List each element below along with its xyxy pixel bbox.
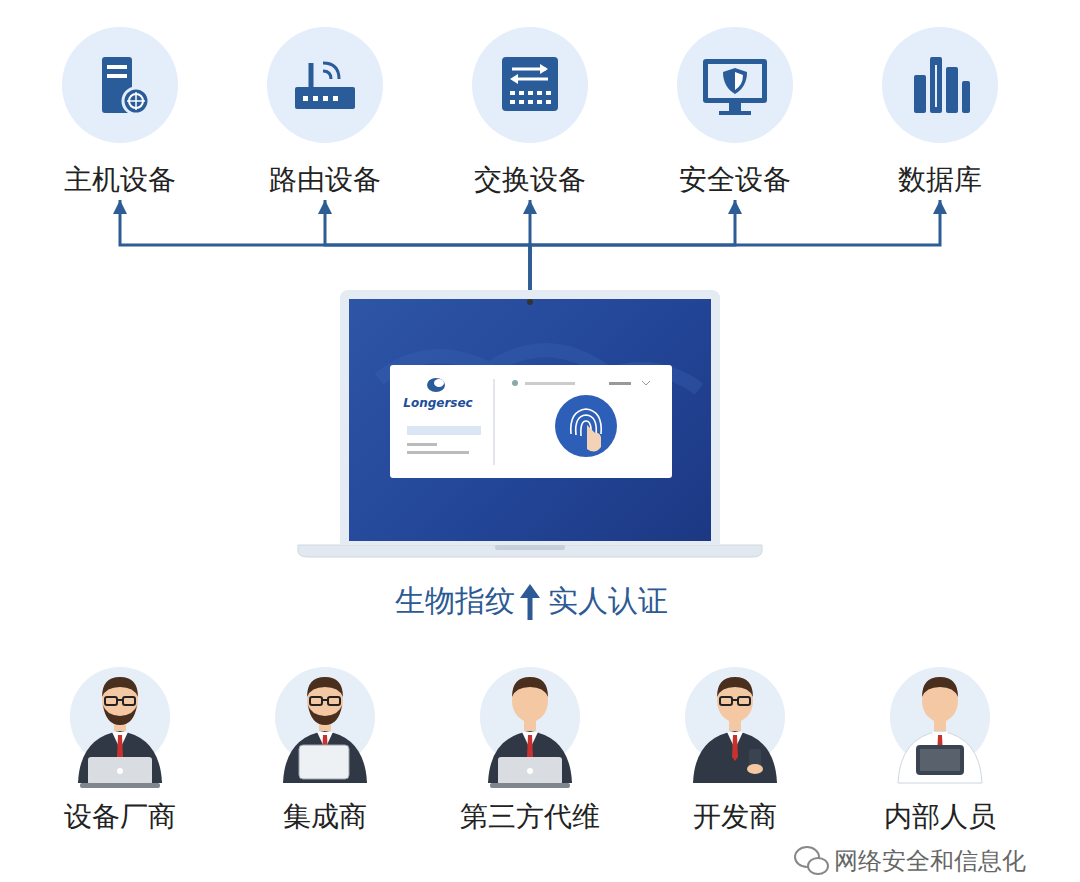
- device-icon: [440, 25, 620, 147]
- device-icon: [30, 25, 210, 147]
- device-label: 路由设备: [235, 163, 415, 197]
- role-node: 内部人员: [850, 645, 1030, 834]
- device-label: 安全设备: [645, 163, 825, 197]
- watermark: 网络安全和信息化: [834, 846, 1070, 876]
- device-icon: [235, 25, 415, 147]
- connector: [120, 200, 530, 290]
- person-figure: [850, 645, 1030, 790]
- person-figure: [235, 645, 415, 790]
- auth-arrowhead: [520, 584, 540, 598]
- device-label: 数据库: [850, 163, 1030, 197]
- role-label: 开发商: [645, 800, 825, 834]
- device-node: 数据库: [850, 25, 1030, 197]
- device-node: 主机设备: [30, 25, 210, 197]
- device-node: 交换设备: [440, 25, 620, 197]
- role-node: 第三方代维: [440, 645, 620, 834]
- role-label: 集成商: [235, 800, 415, 834]
- laptop-screen: Longersec: [340, 290, 720, 545]
- device-label: 交换设备: [440, 163, 620, 197]
- role-label: 设备厂商: [30, 800, 210, 834]
- device-icon: [850, 25, 1030, 147]
- role-label: 内部人员: [850, 800, 1030, 834]
- person-figure: [30, 645, 210, 790]
- auth-label: 生物指纹: [360, 583, 515, 619]
- role-node: 开发商: [645, 645, 825, 834]
- connector: [325, 200, 530, 290]
- device-node: 安全设备: [645, 25, 825, 197]
- login-panel: [349, 299, 711, 541]
- logo-text: Longersec: [393, 396, 483, 410]
- role-node: 设备厂商: [30, 645, 210, 834]
- person-figure: [440, 645, 620, 790]
- device-icon: [645, 25, 825, 147]
- role-node: 集成商: [235, 645, 415, 834]
- device-label: 主机设备: [30, 163, 210, 197]
- auth-label: 实人认证: [548, 583, 708, 619]
- laptop-notch: [495, 545, 565, 550]
- device-node: 路由设备: [235, 25, 415, 197]
- laptop-base: [298, 545, 762, 557]
- auth-arrow: [528, 596, 533, 620]
- role-label: 第三方代维: [440, 800, 620, 834]
- person-figure: [645, 645, 825, 790]
- wechat-icon: [795, 847, 828, 874]
- connector: [530, 200, 940, 290]
